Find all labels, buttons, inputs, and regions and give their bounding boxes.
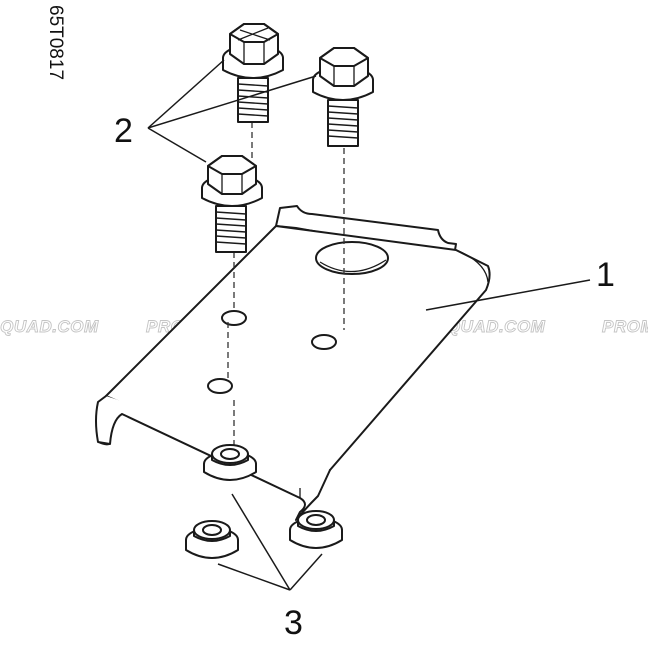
bolt-lower (201, 155, 263, 253)
mounting-bracket (95, 205, 491, 521)
bolt-top-left (222, 23, 284, 123)
callout-2: 2 (114, 112, 133, 150)
bolt-top-right (312, 47, 374, 147)
callout-3: 3 (284, 604, 303, 642)
nut-right (289, 510, 343, 549)
nut-top (203, 444, 257, 481)
watermark-text-4: PROMO (602, 317, 648, 336)
drawing-code: 65T0817 (45, 5, 66, 80)
nut-left (185, 520, 239, 559)
assembly-axes (227, 122, 345, 446)
callout-1: 1 (596, 256, 615, 294)
watermark-text-1: -QUAD.COM (0, 317, 99, 336)
leader-lines (147, 59, 591, 591)
